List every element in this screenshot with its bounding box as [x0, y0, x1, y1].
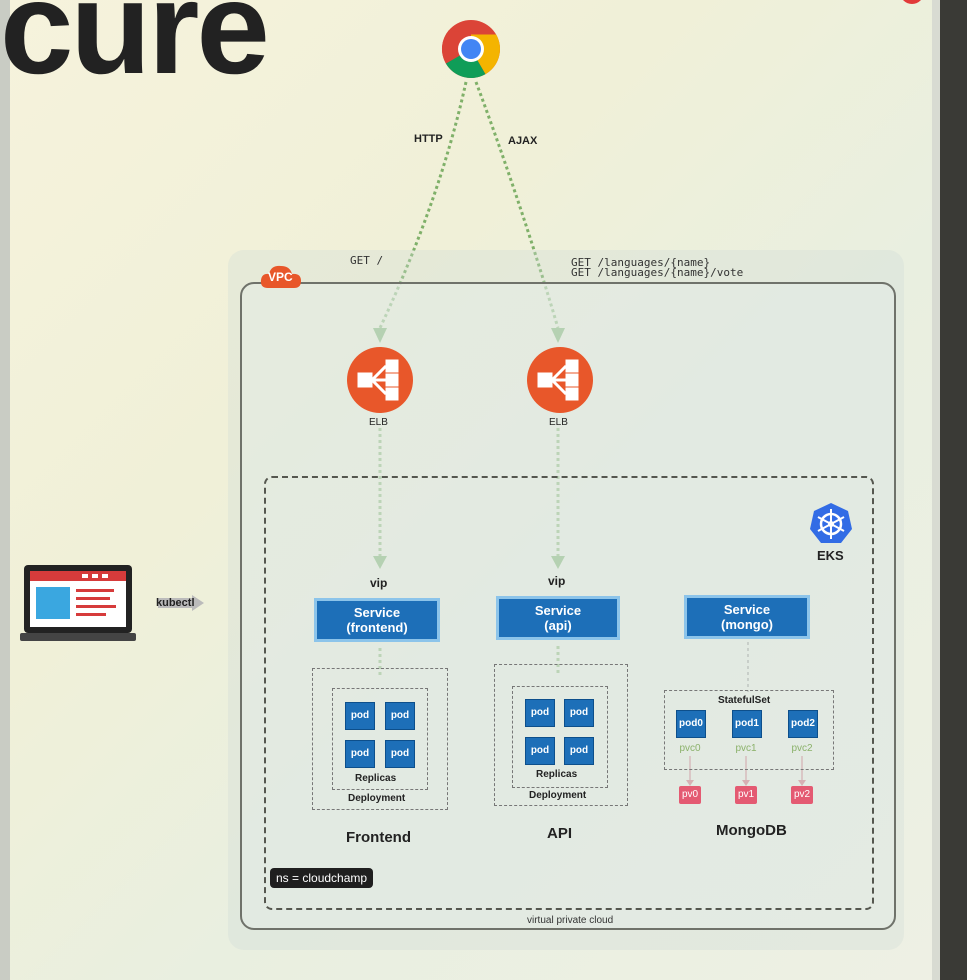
- pod-api-2: pod: [564, 699, 594, 727]
- pod-frontend-4: pod: [385, 740, 415, 768]
- pv1: pv1: [735, 786, 757, 804]
- deployment-frontend-label: Deployment: [348, 793, 406, 804]
- screen-bezel: [940, 0, 967, 980]
- route-api-line2: GET /languages/{name}/vote: [571, 266, 744, 279]
- pod-frontend-2: pod: [385, 702, 415, 730]
- ajax-label: AJAX: [508, 135, 538, 147]
- elb-api-icon: [527, 347, 593, 413]
- replicas-api-label: Replicas: [536, 769, 578, 780]
- pv0: pv0: [679, 786, 701, 804]
- statefulset-mongo: [664, 690, 834, 770]
- laptop-icon: [20, 565, 136, 641]
- pod-api-4: pod: [564, 737, 594, 765]
- service-mongo: Service (mongo): [684, 595, 810, 639]
- replicas-frontend-label: Replicas: [355, 773, 397, 784]
- namespace-label: ns = cloudchamp: [270, 868, 374, 888]
- service-api-line1: Service: [534, 603, 582, 618]
- service-mongo-line2: (mongo): [721, 617, 773, 632]
- vpc-badge: VPC: [258, 262, 304, 290]
- elb-api-label: ELB: [549, 417, 568, 428]
- mongo-pod0: pod0: [676, 710, 706, 738]
- screen-bezel-inner: [932, 0, 940, 980]
- elb-frontend-label: ELB: [369, 417, 388, 428]
- record-indicator: [900, 0, 924, 4]
- pod-frontend-1: pod: [345, 702, 375, 730]
- route-api-line1: GET /languages/{name}: [571, 256, 711, 269]
- replicas-frontend: [332, 688, 428, 790]
- route-frontend: GET /: [350, 254, 384, 267]
- replicas-api: [512, 686, 608, 788]
- pod-api-3: pod: [525, 737, 555, 765]
- service-mongo-line1: Service: [723, 602, 771, 617]
- app-label-api: API: [547, 825, 573, 842]
- elb-frontend-icon: [347, 347, 413, 413]
- cloud-icon: [260, 265, 301, 288]
- chrome-icon: [441, 20, 500, 78]
- namespace-boundary: [264, 476, 874, 910]
- pvc2: pvc2: [791, 743, 813, 754]
- vpc-badge-label: VPC: [268, 270, 293, 284]
- deployment-api: [494, 664, 628, 806]
- kubectl-label: kubectl: [156, 597, 195, 609]
- statefulset-label: StatefulSet: [718, 695, 771, 706]
- slide-title-fragment: cure: [0, 0, 270, 101]
- vpc-caption: virtual private cloud: [527, 915, 614, 926]
- service-frontend: Service (frontend): [314, 598, 440, 642]
- pvc0: pvc0: [679, 743, 701, 754]
- kubernetes-icon: [810, 503, 852, 543]
- app-label-mongodb: MongoDB: [716, 822, 787, 839]
- deployment-frontend: [312, 668, 448, 810]
- service-frontend-line1: Service: [353, 605, 401, 620]
- screen-left-edge: [0, 0, 10, 980]
- eks-label: EKS: [817, 548, 844, 563]
- http-label: HTTP: [414, 133, 443, 145]
- vip-frontend-label: vip: [370, 576, 388, 590]
- pvc1: pvc1: [735, 743, 757, 754]
- mongo-pod2: pod2: [788, 710, 818, 738]
- service-api-line2: (api): [544, 618, 572, 633]
- service-api: Service (api): [496, 596, 620, 640]
- deployment-api-label: Deployment: [529, 790, 587, 801]
- mongo-pod1: pod1: [732, 710, 762, 738]
- pod-frontend-3: pod: [345, 740, 375, 768]
- pv2: pv2: [791, 786, 813, 804]
- service-frontend-line2: (frontend): [346, 620, 408, 635]
- app-label-frontend: Frontend: [346, 829, 411, 846]
- pod-api-1: pod: [525, 699, 555, 727]
- vip-api-label: vip: [548, 574, 566, 588]
